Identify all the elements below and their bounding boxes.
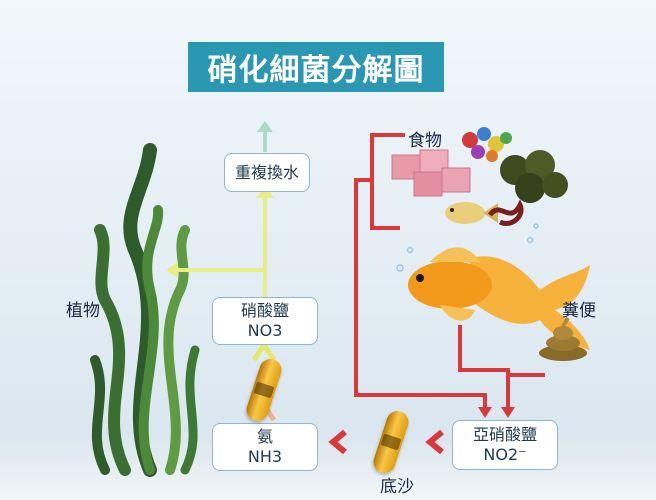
yellow-arrowhead-up	[256, 186, 274, 198]
yellow-arrowhead-left	[166, 262, 178, 278]
water-change-box: 重複換水	[224, 153, 310, 192]
ammonia-formula: NH3	[247, 447, 283, 466]
food-discs-icon	[500, 150, 568, 203]
food-pellets-icon	[462, 127, 512, 162]
red-arrowhead-down	[478, 407, 492, 418]
seaweed-illustration	[90, 143, 200, 477]
nitrite-name: 亞硝酸鹽	[472, 425, 537, 444]
nitrite-box: 亞硝酸鹽 NO2⁻	[452, 420, 558, 470]
feces-label: 糞便	[562, 301, 596, 321]
bloodworm-icon	[487, 199, 524, 226]
feces-icon	[539, 316, 587, 361]
ammonia-box: 氨 NH3	[212, 423, 318, 471]
nitrate-name: 硝酸鹽	[240, 301, 289, 320]
nitrate-formula: NO3	[247, 321, 283, 340]
bubbles-icon	[396, 223, 539, 272]
nitrite-formula: NO2⁻	[483, 445, 527, 464]
substrate-label: 底沙	[380, 477, 414, 497]
yellow-arrows	[175, 195, 267, 297]
food-label: 食物	[408, 131, 442, 151]
chevron-left-icon	[425, 429, 444, 455]
nitrate-box: 硝酸鹽 NO3	[212, 297, 318, 345]
red-arrowhead-down	[501, 407, 515, 418]
chevron-up-icon	[251, 340, 277, 362]
page-title: 硝化細菌分解圖	[188, 42, 444, 92]
food-cubes-icon	[391, 149, 471, 197]
red-flow-lines	[354, 133, 545, 408]
ammonia-name: 氨	[256, 427, 273, 446]
plants-label: 植物	[66, 301, 100, 321]
green-arrowhead-up	[257, 121, 273, 132]
water-change-label: 重複換水	[234, 162, 299, 182]
chevron-left-icon	[328, 429, 347, 455]
